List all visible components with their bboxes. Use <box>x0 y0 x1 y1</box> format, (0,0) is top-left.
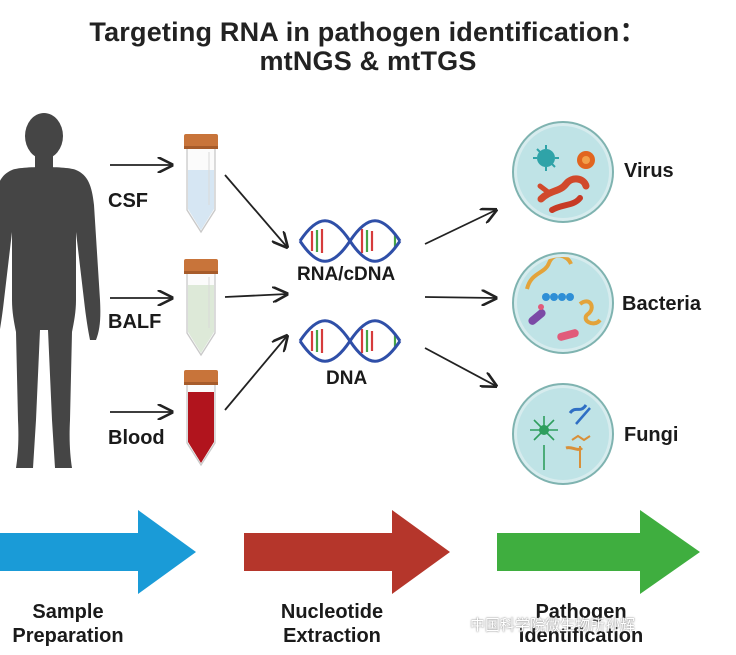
nucleotide-extraction-arrow <box>244 510 450 594</box>
dna-helix-icon <box>298 319 402 363</box>
fungi-dish-icon <box>512 383 614 485</box>
csf-tube-icon <box>184 134 218 234</box>
pathogen-label-bacteria: Bacteria <box>622 293 701 315</box>
sample-preparation-arrow <box>0 510 196 594</box>
stage-pathogen-identification: Pathogen Identification <box>481 600 681 648</box>
sample-label-blood: Blood <box>108 427 165 449</box>
pathogen-identification-arrow <box>497 510 700 594</box>
stage-nucleotide-extraction: Nucleotide Extraction <box>232 600 432 648</box>
bacteria-dish-icon <box>512 252 614 354</box>
stage-1-line-1: Sample <box>32 601 104 623</box>
title-line-1: Targeting RNA in pathogen identification… <box>89 17 647 47</box>
stage-1-line-2: Preparation <box>12 625 124 647</box>
rna-cdna-helix-icon <box>298 219 402 263</box>
virus-dish-icon <box>512 121 614 223</box>
sample-label-balf: BALF <box>108 311 162 333</box>
nucleic-label-dna: DNA <box>326 368 368 389</box>
stage-2-line-2: Extraction <box>283 625 381 647</box>
stage-3-line-1: Pathogen <box>535 601 627 623</box>
pathogen-label-virus: Virus <box>624 160 674 182</box>
balf-tube-icon <box>184 259 218 357</box>
stage-sample-preparation: Sample Preparation <box>0 600 168 648</box>
watermark: 中国科学院微生物所孙辉 <box>470 616 636 634</box>
stage-3-line-2: Identification <box>518 625 644 647</box>
blood-tube-icon <box>184 370 218 467</box>
nucleic-label-rna-cdna: RNA/cDNA <box>297 264 396 285</box>
pathogen-label-fungi: Fungi <box>624 424 679 446</box>
human-silhouette-icon <box>0 113 101 468</box>
stage-2-line-1: Nucleotide <box>280 601 384 623</box>
sample-label-csf: CSF <box>108 190 148 212</box>
title-line-2: mtNGS & mtTGS <box>259 46 477 76</box>
